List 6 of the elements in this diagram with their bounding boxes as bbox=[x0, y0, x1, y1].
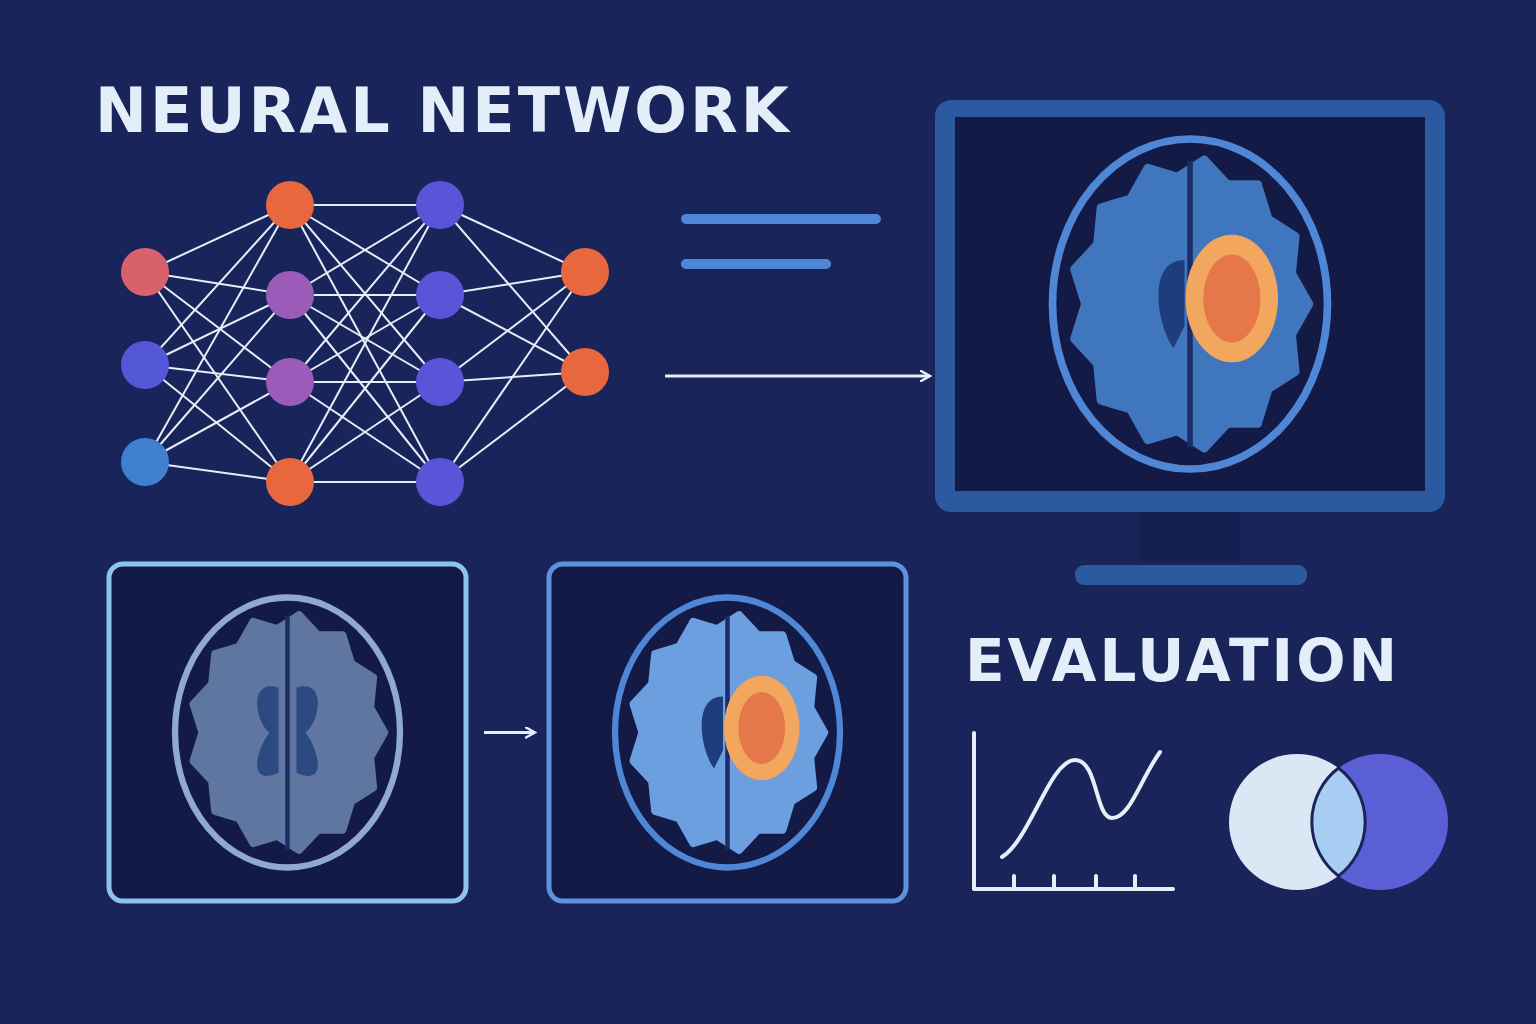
arrow bbox=[484, 726, 537, 739]
brain-scan-drawing bbox=[105, 560, 470, 905]
heading: EVALUATION bbox=[965, 632, 1401, 690]
heading: NEURAL NETWORK bbox=[95, 80, 792, 142]
segmented-brain-scan-drawing bbox=[545, 560, 910, 905]
arrow bbox=[665, 369, 932, 383]
